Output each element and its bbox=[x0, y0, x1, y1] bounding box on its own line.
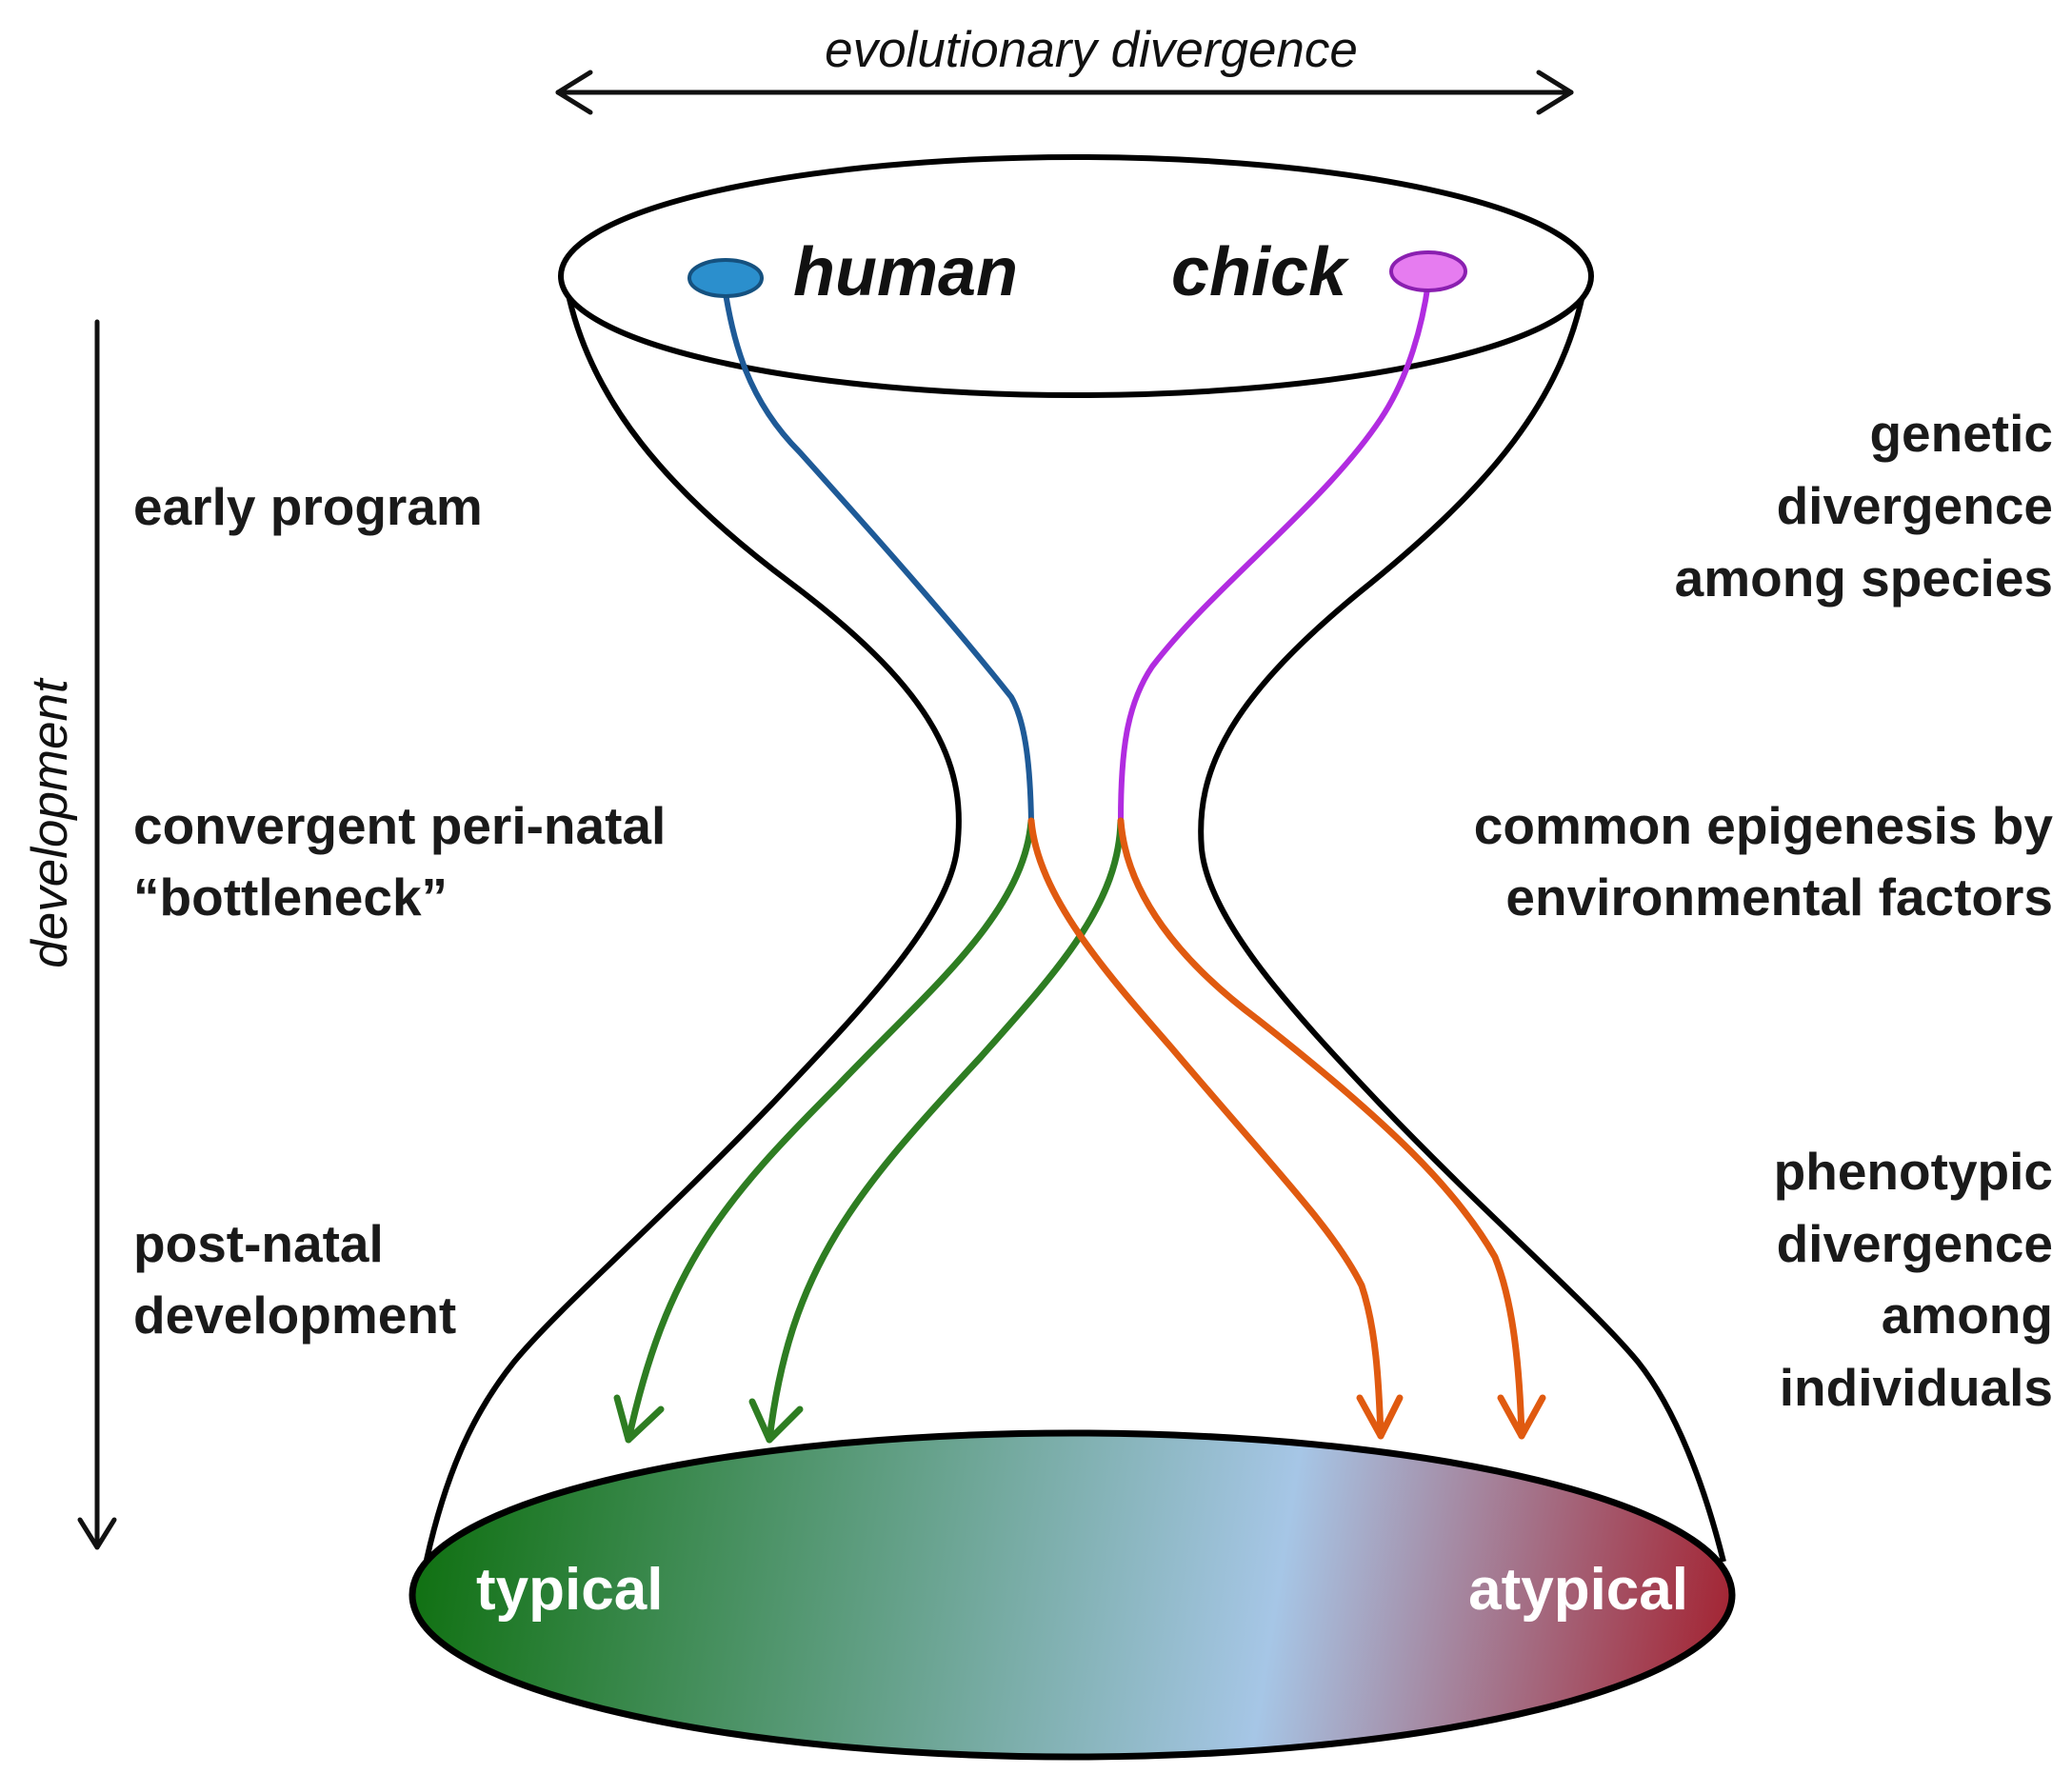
chick-path bbox=[1118, 282, 1431, 822]
typical-arrow-from-human-head bbox=[613, 1394, 665, 1444]
typical-arrow-from-chick bbox=[766, 817, 1125, 1444]
species-top-ellipse bbox=[558, 154, 1594, 398]
chick-node bbox=[1389, 250, 1467, 292]
phenotypic-divergence-line3: among bbox=[1882, 1286, 2053, 1345]
genetic-divergence-line2: divergence bbox=[1777, 476, 2053, 535]
development-arrow bbox=[77, 319, 117, 1550]
typical-label: typical bbox=[476, 1557, 663, 1623]
human-path bbox=[721, 281, 1034, 822]
postnatal-label-line2: development bbox=[133, 1286, 456, 1345]
development-axis-label: development bbox=[22, 677, 78, 968]
atypical-arrows bbox=[1027, 817, 1546, 1440]
epigenesis-line1: common epigenesis by bbox=[1474, 796, 2054, 855]
human-node bbox=[687, 258, 764, 298]
atypical-arrow-from-human-head bbox=[1356, 1394, 1404, 1440]
epigenesis-line2: environmental factors bbox=[1505, 867, 2053, 927]
chick-label: chick bbox=[1171, 234, 1350, 310]
typical-arrow-from-human bbox=[625, 817, 1035, 1444]
hourglass-right-wall bbox=[1198, 289, 1726, 1563]
evolutionary-divergence-arrow bbox=[555, 70, 1574, 115]
outcome-phenotype-ellipse bbox=[408, 1429, 1736, 1761]
genetic-divergence-line1: genetic bbox=[1869, 404, 2053, 463]
postnatal-label-line1: post-natal bbox=[133, 1214, 384, 1273]
phenotypic-divergence-line4: individuals bbox=[1780, 1358, 2053, 1417]
atypical-arrow-from-chick-head bbox=[1497, 1394, 1546, 1440]
atypical-arrow-from-human bbox=[1027, 817, 1385, 1440]
phenotypic-divergence-line2: divergence bbox=[1777, 1214, 2053, 1273]
typical-arrows bbox=[613, 817, 1125, 1444]
atypical-arrow-from-chick bbox=[1117, 817, 1525, 1440]
genetic-divergence-line3: among species bbox=[1675, 548, 2053, 608]
phenotypic-divergence-line1: phenotypic bbox=[1774, 1142, 2053, 1201]
human-label: human bbox=[793, 234, 1018, 310]
evolutionary-divergence-label: evolutionary divergence bbox=[825, 22, 1358, 78]
atypical-label: atypical bbox=[1468, 1557, 1688, 1623]
bottleneck-label-line1: convergent peri-natal bbox=[133, 796, 666, 855]
bottleneck-label-line2: “bottleneck” bbox=[133, 867, 448, 927]
typical-arrow-from-chick-head bbox=[748, 1398, 804, 1444]
early-program-label: early program bbox=[133, 477, 483, 536]
hourglass-left-wall bbox=[424, 289, 962, 1561]
